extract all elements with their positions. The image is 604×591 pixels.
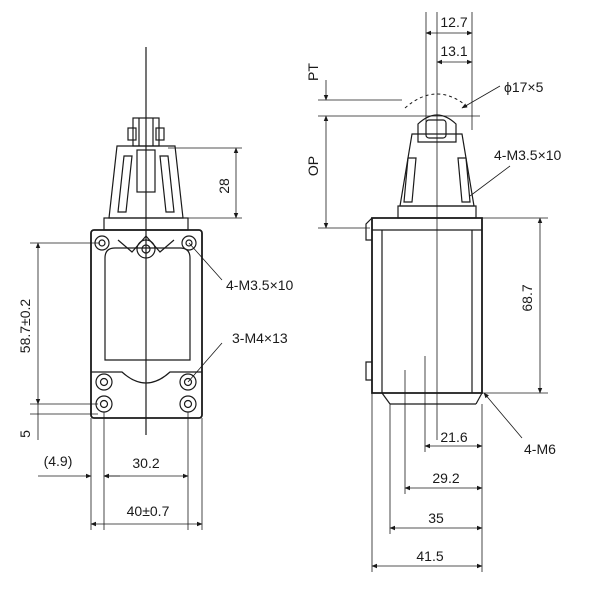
dim-58-label: 58.7±0.2 xyxy=(17,299,33,354)
dim-21-6-label: 21.6 xyxy=(440,429,467,445)
callout-m35-front-label: 4-M3.5×10 xyxy=(226,277,294,293)
callout-m35-side-label: 4-M3.5×10 xyxy=(494,147,562,163)
side-head-rib-left xyxy=(403,157,417,203)
callout-phi-label: ϕ17×5 xyxy=(504,79,544,95)
front-hole-mid-right-inner xyxy=(183,377,193,387)
callout-m35-side-leader xyxy=(469,165,511,197)
front-head-slot xyxy=(136,149,156,193)
front-head-rib-right xyxy=(159,155,175,213)
side-body xyxy=(371,217,483,394)
dim-68-label: 68.7 xyxy=(519,284,535,311)
front-head-rib-left xyxy=(117,155,133,213)
side-roller-pretravel xyxy=(404,93,470,109)
front-hole-mid-left-inner xyxy=(99,377,109,387)
dim-5-label: 5 xyxy=(17,430,33,438)
dim-28-label: 28 xyxy=(216,178,232,194)
side-head-rib-right xyxy=(457,157,471,203)
front-center-hole xyxy=(141,244,151,254)
callout-m4-leader xyxy=(187,342,223,383)
side-body-tab-top xyxy=(365,217,373,241)
side-body-foot-r xyxy=(475,392,483,405)
callout-phi-leader xyxy=(461,85,501,109)
dim-35-label: 35 xyxy=(428,510,444,526)
callout-m6-label: 4-M6 xyxy=(524,441,556,457)
dim-40-label: 40±0.7 xyxy=(127,503,170,519)
front-head-notch xyxy=(117,235,175,253)
dim-12-7-label: 12.7 xyxy=(440,14,467,30)
dim-pt-label: PT xyxy=(305,63,321,81)
dim-41-5-label: 41.5 xyxy=(416,548,443,564)
dim-30-2-label: 30.2 xyxy=(132,455,159,471)
side-view: 12.7 13.1 PT OP ϕ17×5 4-M3.5×10 68.7 4-M… xyxy=(305,12,562,572)
side-body-foot-l xyxy=(381,392,391,405)
front-body-outer xyxy=(90,229,203,419)
front-hole-mid-right xyxy=(179,373,197,391)
front-lower-contour xyxy=(91,371,202,384)
dim-4-9-label: (4.9) xyxy=(44,453,73,469)
front-view: 28 58.7±0.2 5 (4.9) 30.2 40±0.7 4-M3.5×1… xyxy=(17,47,294,530)
front-center-boss xyxy=(136,239,156,259)
callout-m35-front-leader xyxy=(188,242,223,281)
front-hole-bottom-right xyxy=(179,395,197,413)
side-roller xyxy=(425,119,447,139)
front-hole-top-right xyxy=(181,235,197,251)
front-hole-bottom-left-inner xyxy=(99,399,109,409)
front-hole-bottom-left xyxy=(95,395,113,413)
dim-op-label: OP xyxy=(305,156,321,176)
front-body-window xyxy=(104,247,191,361)
front-hole-top-right-inner xyxy=(185,239,193,247)
front-actuator-ear-right xyxy=(155,127,165,141)
callout-m4-label: 3-M4×13 xyxy=(232,330,288,346)
front-actuator-ear-left xyxy=(127,127,137,141)
side-body-tab-bottom xyxy=(365,361,372,381)
front-hole-bottom-right-inner xyxy=(183,399,193,409)
dim-29-2-label: 29.2 xyxy=(432,470,459,486)
side-roller-holder xyxy=(417,114,457,143)
front-hole-mid-left xyxy=(95,373,113,391)
dim-13-1-label: 13.1 xyxy=(440,43,467,59)
callout-m6-leader xyxy=(483,392,523,439)
